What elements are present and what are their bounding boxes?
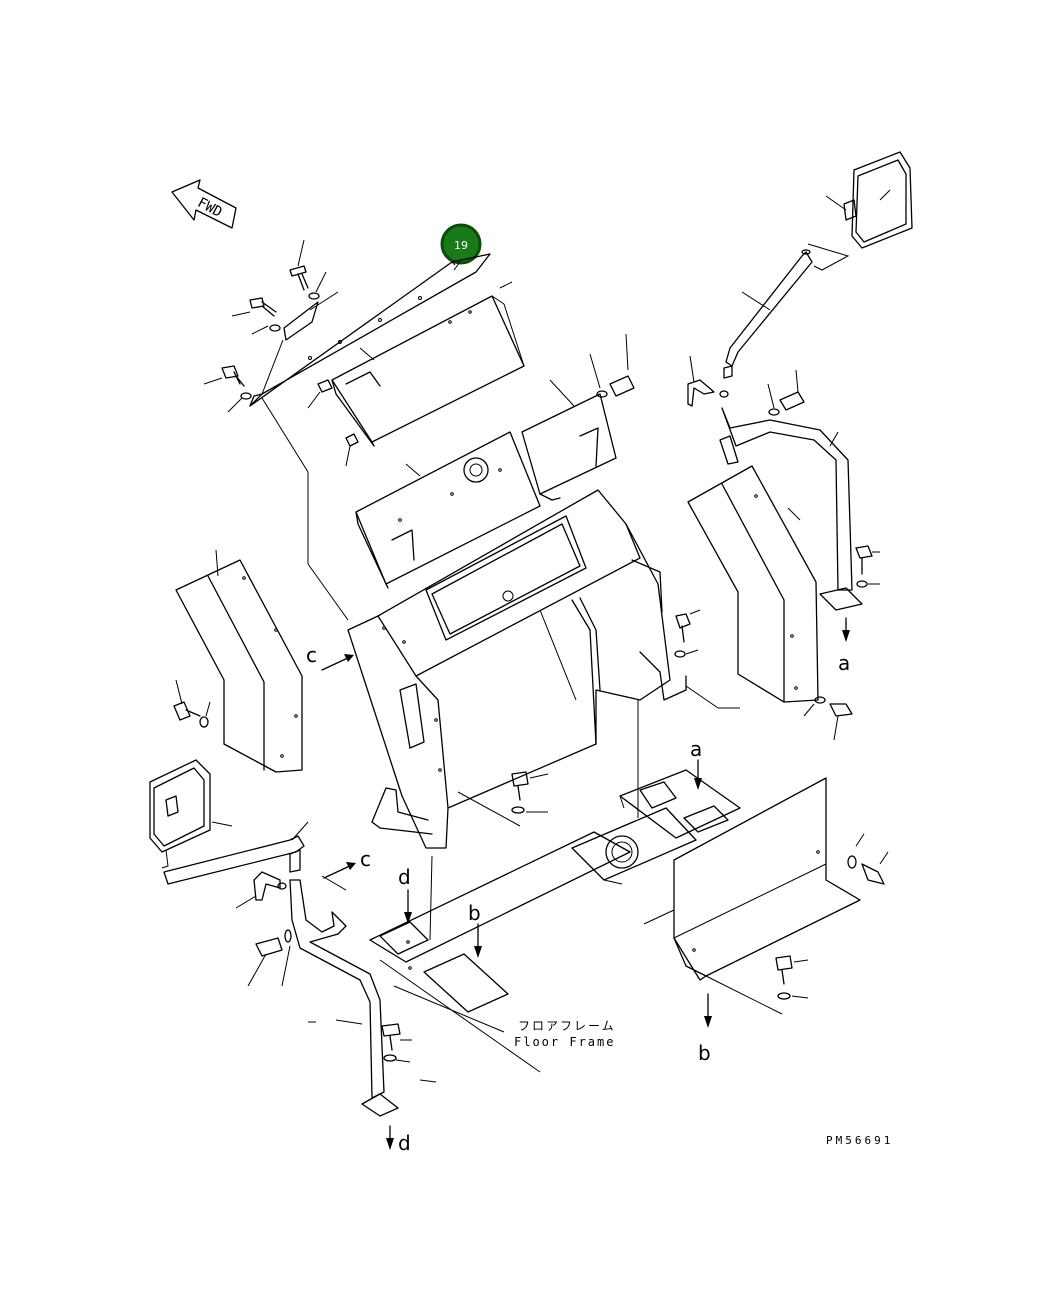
floor-frame-label-jp: フロアフレーム — [518, 1019, 616, 1033]
reference-arrow-d-bottom — [386, 1125, 394, 1150]
reference-arrow-a-top — [694, 759, 702, 790]
left-handrail — [247, 875, 437, 1117]
reference-arrow-d-top — [404, 889, 412, 924]
top-cover-plate — [249, 253, 491, 407]
main-frame — [347, 489, 687, 849]
bolt-washer-group-bottom-right — [775, 833, 889, 1000]
floor-plate-lower — [369, 831, 631, 1073]
callout-19-badge[interactable]: 19 — [440, 223, 482, 265]
bolt-washer-group-top-center — [589, 333, 635, 398]
reference-label-d-bottom: d — [398, 1131, 411, 1155]
reference-arrow-a-right — [842, 617, 850, 642]
reference-label-d-top: d — [398, 865, 411, 889]
floor-cover-right — [643, 777, 861, 1015]
fwd-arrow-icon: FWD — [171, 179, 237, 229]
center-access-plate — [355, 431, 541, 589]
floor-frame-label-en: Floor Frame — [514, 1035, 615, 1049]
drawing-code: PM56691 — [826, 1134, 893, 1147]
right-mirror-stay — [687, 249, 813, 416]
reference-arrow-c-bottom — [323, 862, 356, 879]
gasket-plate — [283, 301, 319, 341]
bolt-washer-group-top-left — [203, 239, 359, 467]
reference-arrow-b-center — [474, 923, 482, 958]
reference-label-b-bottom: b — [698, 1041, 711, 1065]
callout-19-number[interactable]: 19 — [454, 239, 468, 252]
bolt-washer-group-left — [173, 679, 211, 728]
reference-arrow-b-bottom — [704, 993, 712, 1028]
reference-label-c-bottom: c — [360, 847, 371, 871]
upper-cover-box — [331, 281, 525, 447]
leader-line — [307, 563, 349, 621]
leader-line — [359, 347, 375, 361]
reference-arrow-c-left — [321, 654, 354, 671]
left-side-cover — [175, 549, 303, 773]
reference-label-a-top: a — [690, 737, 702, 761]
right-side-cover — [685, 465, 819, 709]
bolt-washer-group-center — [457, 771, 549, 827]
right-small-plate — [521, 379, 617, 501]
left-mirror-icon — [149, 759, 233, 869]
right-handrail — [719, 407, 880, 611]
reference-label-a-right: a — [838, 651, 850, 675]
left-mirror-stay — [163, 821, 309, 909]
leader-line — [453, 261, 461, 271]
center-floor-plate — [571, 700, 697, 885]
upper-right-floor-plate — [619, 769, 741, 839]
reference-label-c-left: c — [306, 643, 317, 667]
right-mirror-icon — [807, 151, 913, 271]
leader-line — [261, 397, 309, 473]
callout-19-circle[interactable] — [440, 223, 482, 265]
bolt-washer-group-right — [674, 609, 853, 741]
reference-label-b-center: b — [468, 901, 481, 925]
